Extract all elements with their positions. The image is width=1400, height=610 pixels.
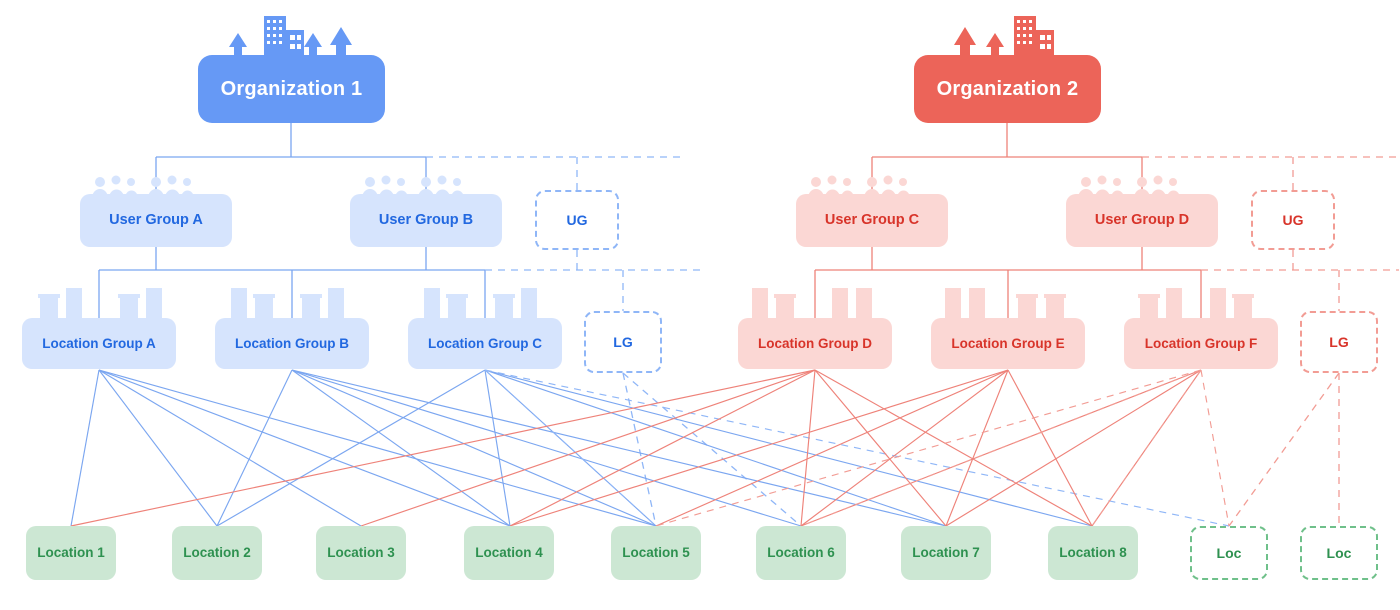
location-group-node-d[interactable]: Location Group D xyxy=(738,318,892,369)
org-node-organization-2[interactable]: Organization 2 xyxy=(914,55,1101,123)
location-node-7[interactable]: Location 7 xyxy=(901,526,991,580)
buildings-icon xyxy=(752,288,1254,318)
user-group-node-b[interactable]: User Group B xyxy=(350,194,502,247)
city-trees-icon xyxy=(954,16,1054,57)
location-group-placeholder-blue[interactable]: LG xyxy=(584,311,662,373)
org-node-organization-1[interactable]: Organization 1 xyxy=(198,55,385,123)
user-group-node-a[interactable]: User Group A xyxy=(80,194,232,247)
location-node-2[interactable]: Location 2 xyxy=(172,526,262,580)
location-placeholder-1[interactable]: Loc xyxy=(1190,526,1268,580)
city-trees-icon xyxy=(229,16,352,57)
user-group-node-c[interactable]: User Group C xyxy=(796,194,948,247)
location-node-8[interactable]: Location 8 xyxy=(1048,526,1138,580)
user-group-placeholder-blue[interactable]: UG xyxy=(535,190,619,250)
location-group-node-e[interactable]: Location Group E xyxy=(931,318,1085,369)
location-node-3[interactable]: Location 3 xyxy=(316,526,406,580)
location-group-node-a[interactable]: Location Group A xyxy=(22,318,176,369)
location-group-node-b[interactable]: Location Group B xyxy=(215,318,369,369)
blue-ghost-location-links xyxy=(484,369,1230,527)
location-group-node-c[interactable]: Location Group C xyxy=(408,318,562,369)
location-node-5[interactable]: Location 5 xyxy=(611,526,701,580)
location-group-placeholder-red[interactable]: LG xyxy=(1300,311,1378,373)
user-group-node-d[interactable]: User Group D xyxy=(1066,194,1218,247)
location-group-node-f[interactable]: Location Group F xyxy=(1124,318,1278,369)
location-node-1[interactable]: Location 1 xyxy=(26,526,116,580)
user-group-placeholder-red[interactable]: UG xyxy=(1251,190,1335,250)
blue-location-links xyxy=(70,369,1093,527)
location-node-4[interactable]: Location 4 xyxy=(464,526,554,580)
buildings-icon xyxy=(38,288,537,318)
red-location-links xyxy=(70,369,1202,527)
red-ghost-location-links xyxy=(655,369,1230,527)
location-node-6[interactable]: Location 6 xyxy=(756,526,846,580)
location-placeholder-2[interactable]: Loc xyxy=(1300,526,1378,580)
